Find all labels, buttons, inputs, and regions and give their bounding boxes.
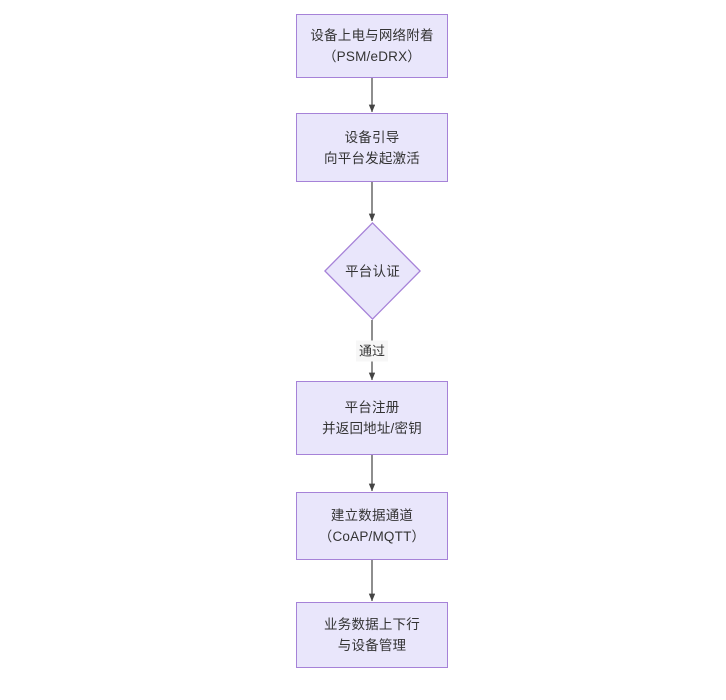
node-device-power-on[interactable]: 设备上电与网络附着 （PSM/eDRX） [296,14,448,78]
node-label-line: 业务数据上下行 [324,617,420,632]
node-platform-registration[interactable]: 平台注册 并返回地址/密钥 [296,381,448,455]
node-label-line: 设备上电与网络附着 [310,28,434,43]
edge-label-pass: 通过 [355,340,389,362]
node-platform-authentication[interactable]: 平台认证 [324,222,421,320]
node-label-line: （CoAP/MQTT） [318,529,426,544]
node-label-line: （PSM/eDRX） [322,49,422,64]
diamond-shape-icon [324,222,421,320]
node-label-line: 建立数据通道 [330,508,414,523]
node-label-line: 并返回地址/密钥 [322,421,422,436]
node-label-line: 与设备管理 [337,638,407,653]
node-business-data-and-device-management[interactable]: 业务数据上下行 与设备管理 [296,602,448,668]
node-device-bootstrap[interactable]: 设备引导 向平台发起激活 [296,113,448,182]
node-establish-data-channel[interactable]: 建立数据通道 （CoAP/MQTT） [296,492,448,560]
node-label-line: 平台认证 [345,263,400,279]
node-label-line: 向平台发起激活 [324,150,420,166]
node-label-line: 设备引导 [344,129,400,145]
node-label-line: 平台注册 [344,400,400,415]
